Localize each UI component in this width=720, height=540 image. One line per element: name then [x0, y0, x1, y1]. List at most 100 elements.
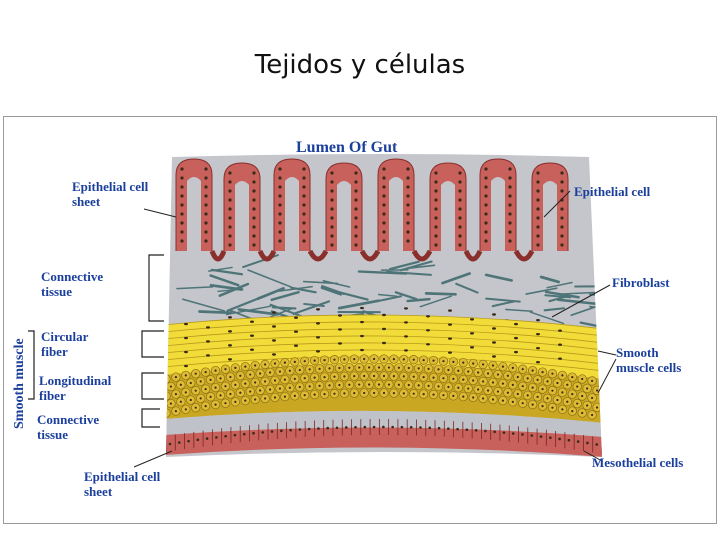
villus-trough: [209, 250, 227, 262]
villus-trough: [257, 249, 277, 262]
nucleus-icon: [561, 374, 564, 377]
nucleus-icon: [293, 377, 296, 380]
nucleus-icon: [484, 167, 488, 171]
fibroblast-icon: [546, 281, 573, 289]
label-epithelial-cell-sheet-top: Epithelial cell sheet: [72, 179, 149, 209]
nucleus-icon: [278, 239, 282, 243]
nucleus-icon: [417, 367, 420, 370]
nucleus-icon: [180, 176, 184, 180]
label-connective-tissue-top: Connective tissue: [41, 269, 104, 299]
nucleus-icon: [581, 377, 584, 381]
nucleus-icon: [576, 440, 580, 443]
fibroblast-icon: [394, 291, 418, 301]
nucleus-icon: [508, 167, 512, 171]
nucleus-icon: [434, 216, 438, 220]
nucleus-icon: [481, 397, 485, 400]
nucleus-icon: [252, 234, 256, 238]
villus-core: [285, 177, 299, 251]
nucleus-icon: [467, 370, 470, 373]
nucleus-icon: [283, 378, 287, 381]
nucleus-icon: [316, 308, 320, 311]
fibroblast-icon: [455, 282, 479, 294]
nucleus-icon: [392, 392, 396, 395]
nucleus-icon: [502, 431, 506, 434]
nucleus-icon: [536, 318, 540, 322]
nucleus-icon: [442, 394, 445, 397]
nucleus-icon: [354, 171, 358, 175]
muscle-fiber-line: [166, 321, 602, 337]
nucleus-icon: [530, 434, 534, 437]
nucleus-icon: [447, 368, 450, 372]
nucleus-icon: [228, 234, 232, 238]
nucleus-icon: [470, 332, 474, 335]
nucleus-icon: [273, 379, 277, 382]
nucleus-icon: [496, 373, 500, 376]
bracket-connective-bottom: [141, 408, 160, 428]
nucleus-icon: [278, 212, 282, 216]
nucleus-icon: [484, 185, 488, 189]
muscle-fiber-line: [166, 349, 602, 365]
nucleus-icon: [595, 406, 599, 409]
gut-wall-diagram: [28, 154, 617, 468]
nucleus-icon: [397, 383, 400, 386]
nucleus-icon: [541, 404, 544, 408]
nucleus-icon: [387, 366, 391, 369]
nucleus-icon: [448, 309, 452, 312]
nucleus-icon: [566, 383, 569, 386]
nucleus-icon: [536, 198, 540, 202]
nucleus-icon: [576, 385, 579, 388]
villus-core: [543, 181, 557, 251]
fibroblast-icon: [302, 280, 339, 285]
fibroblast-icon: [539, 275, 561, 284]
nucleus-icon: [508, 212, 512, 216]
nucleus-icon: [250, 348, 254, 351]
nucleus-icon: [372, 374, 376, 378]
fibroblast-icon: [210, 268, 244, 276]
nucleus-icon: [391, 425, 394, 429]
nucleus-icon: [452, 394, 455, 397]
nucleus-icon: [328, 367, 331, 370]
nucleus-icon: [605, 445, 608, 448]
nucleus-icon: [493, 430, 496, 434]
nucleus-icon: [180, 212, 184, 216]
nucleus-icon: [536, 243, 540, 247]
nucleus-icon: [278, 185, 282, 189]
nucleus-icon: [180, 230, 184, 234]
nucleus-icon: [531, 386, 534, 389]
nucleus-icon: [313, 359, 316, 362]
nucleus-icon: [343, 358, 346, 361]
nucleus-icon: [224, 434, 227, 438]
nucleus-icon: [184, 350, 188, 354]
nucleus-icon: [228, 180, 232, 184]
nucleus-icon: [491, 364, 495, 367]
nucleus-icon: [242, 432, 246, 436]
nucleus-icon: [458, 243, 462, 247]
nucleus-icon: [484, 230, 488, 234]
nucleus-icon: [434, 207, 438, 211]
nucleus-icon: [179, 400, 182, 403]
nucleus-icon: [590, 413, 594, 417]
fibroblast-icon: [337, 299, 381, 310]
nucleus-icon: [595, 443, 599, 446]
nucleus-icon: [417, 384, 420, 387]
mesothelial-cell-row: [166, 418, 608, 454]
nucleus-icon: [536, 332, 540, 336]
nucleus-icon: [252, 207, 256, 211]
nucleus-icon: [382, 341, 386, 345]
nucleus-icon: [184, 364, 188, 368]
nucleus-icon: [382, 327, 386, 331]
nucleus-icon: [180, 203, 184, 207]
nucleus-icon: [239, 374, 242, 377]
nucleus-icon: [372, 391, 376, 395]
nucleus-icon: [353, 375, 356, 378]
nucleus-icon: [204, 176, 208, 180]
nucleus-icon: [406, 239, 410, 243]
nucleus-icon: [288, 386, 291, 389]
nucleus-icon: [280, 429, 283, 433]
muscle-cell-icon: [166, 408, 171, 418]
muscle-fiber-line: [166, 335, 602, 351]
fibroblast-icon: [378, 295, 403, 302]
nucleus-icon: [546, 397, 549, 400]
nucleus-icon: [252, 216, 256, 220]
nucleus-icon: [458, 189, 462, 193]
